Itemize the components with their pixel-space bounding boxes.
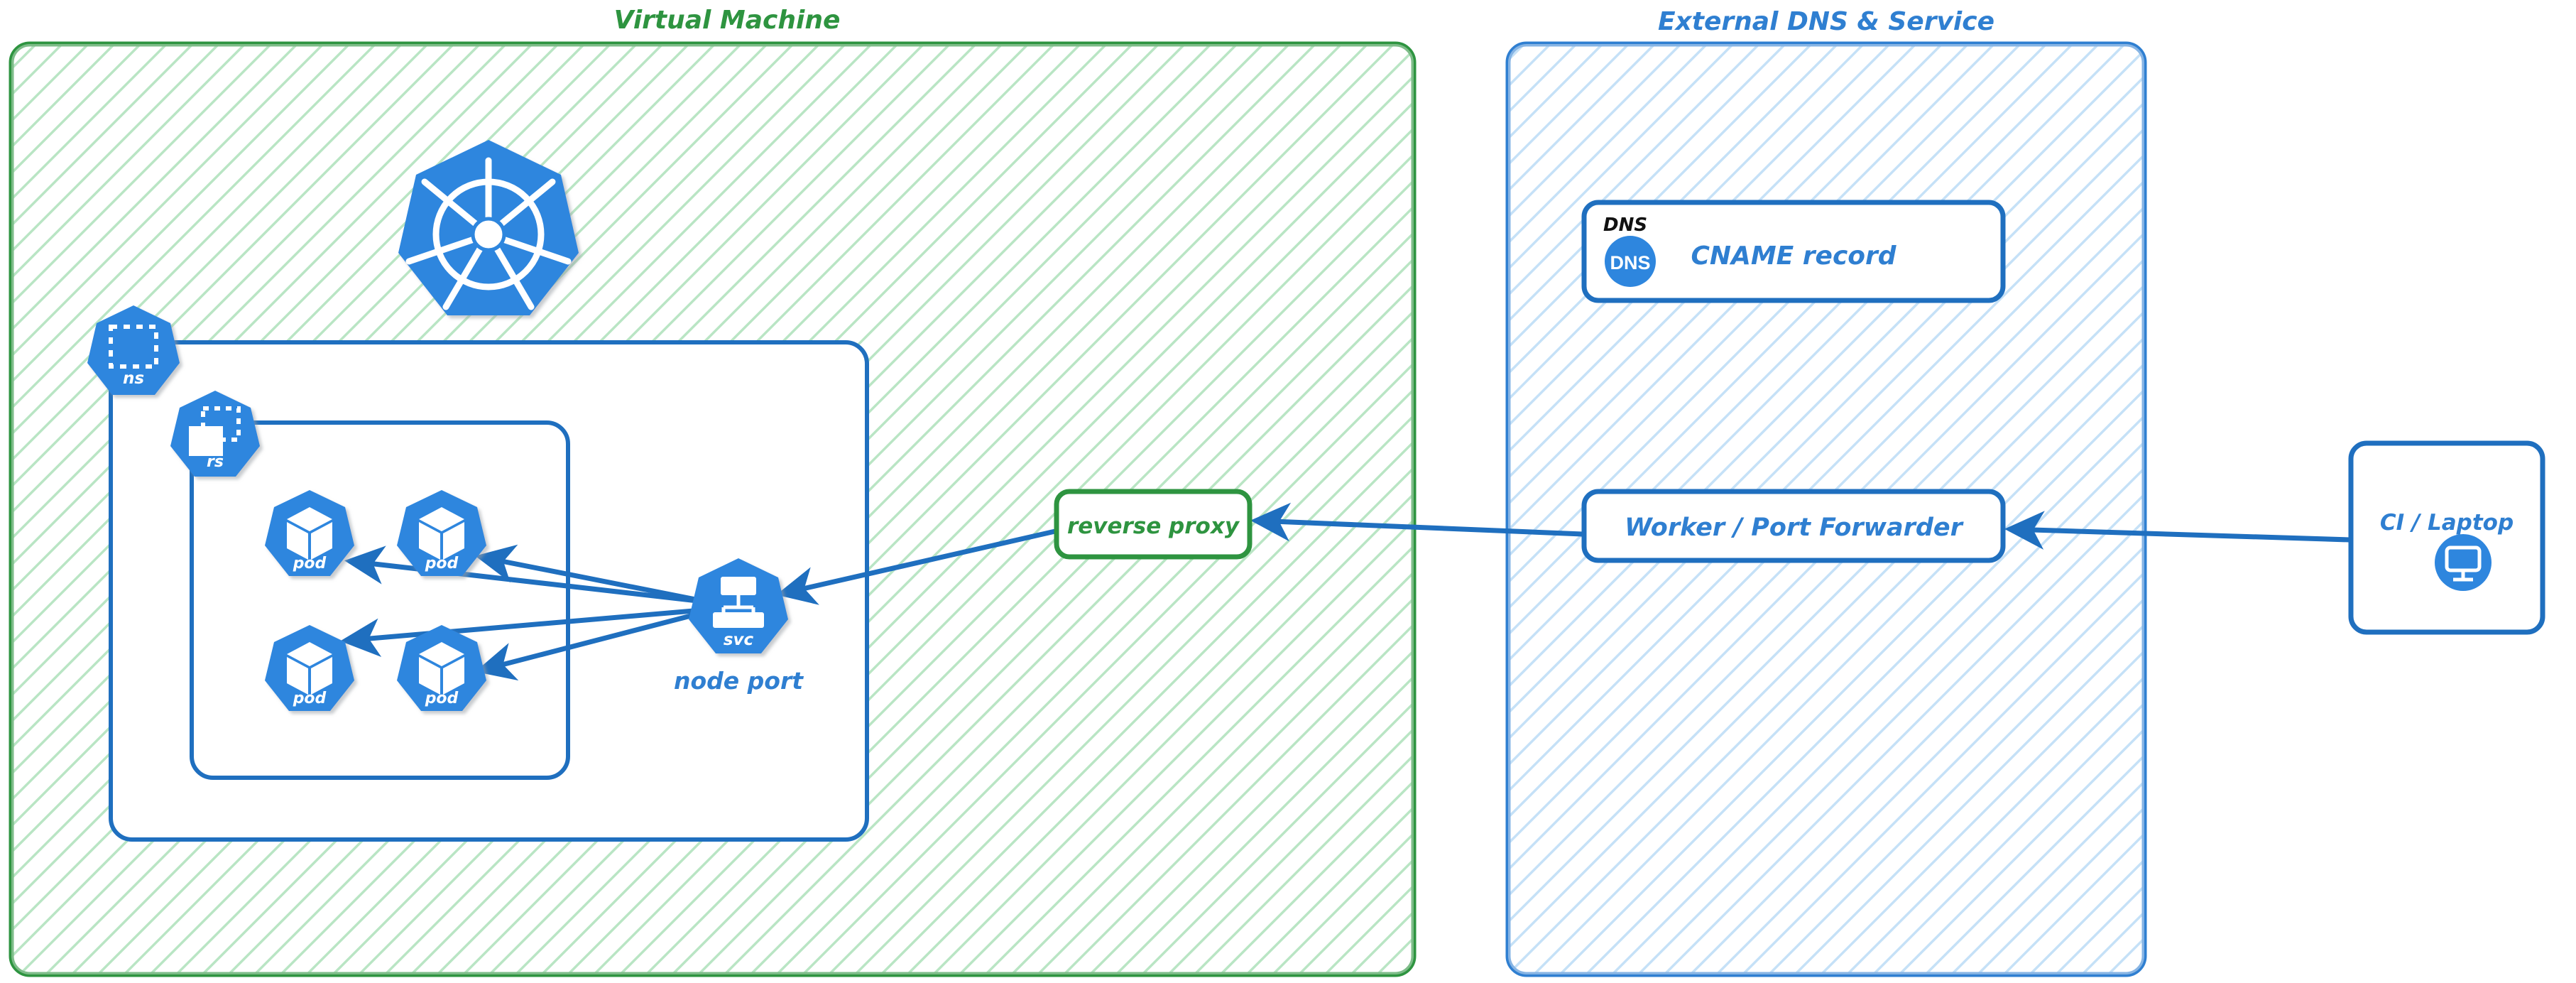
svc-icon-label: svc: [724, 631, 754, 649]
pod-icon-3[interactable]: pod: [265, 625, 354, 711]
pod-icon-4[interactable]: pod: [397, 625, 486, 711]
monitor-icon: [2435, 534, 2492, 591]
svc-to-pod-3-arrow: [340, 607, 711, 658]
ci-laptop-title: CI / Laptop: [2380, 510, 2514, 536]
reverse-proxy-to-service-arrow: [776, 528, 1056, 605]
ci-laptop-card[interactable]: CI / Laptop: [2348, 440, 2545, 635]
kubernetes-logo: [398, 140, 579, 315]
svc-icon[interactable]: svc: [689, 558, 788, 653]
ci-laptop-border[interactable]: [2348, 440, 2545, 635]
worker-card-border[interactable]: [1581, 489, 2006, 563]
worker-card[interactable]: Worker / Port Forwarder: [1581, 489, 2006, 563]
reverse-proxy-border[interactable]: [1054, 489, 1252, 560]
proxy-chain-arrows: [776, 502, 2350, 605]
pod-icon-1-label: pod: [293, 555, 327, 572]
pod-icon-4-label: pod: [425, 690, 459, 707]
worker-to-reverse-proxy-arrow: [1250, 502, 1583, 542]
dns-card[interactable]: DNS DNS CNAME record: [1581, 200, 2006, 303]
node-port-caption: node port: [674, 667, 804, 695]
svc-to-pod-2-arrow: [475, 544, 711, 605]
service-to-pod-arrows: [340, 544, 711, 681]
pod-icon-1[interactable]: pod: [265, 490, 354, 576]
pod-icon-2-label: pod: [425, 555, 459, 572]
reverse-proxy-box[interactable]: reverse proxy: [1054, 489, 1252, 560]
external-dns-service-title: External DNS & Service: [1658, 7, 1994, 36]
dns-kind-label: DNS: [1603, 214, 1647, 236]
ci-laptop-to-worker-arrow: [2004, 511, 2350, 550]
replicaset-container[interactable]: [190, 420, 570, 780]
virtual-machine-title: Virtual Machine: [614, 6, 841, 35]
ns-icon-label: ns: [123, 369, 144, 388]
svc-to-pod-1-arrow: [344, 545, 711, 605]
dns-card-border[interactable]: [1581, 200, 2006, 303]
dns-card-title: CNAME record: [1691, 241, 1896, 271]
pod-icon-2[interactable]: pod: [397, 490, 486, 576]
pod-icon-3-label: pod: [293, 690, 327, 707]
ns-icon[interactable]: ns: [87, 305, 180, 395]
rs-icon-label: rs: [207, 453, 224, 471]
rs-icon[interactable]: rs: [170, 391, 260, 477]
worker-card-title: Worker / Port Forwarder: [1625, 514, 1965, 542]
dns-badge-label: DNS: [1610, 252, 1650, 273]
dns-badge-icon: [1605, 236, 1656, 287]
svc-to-pod-4-arrow: [475, 608, 711, 681]
reverse-proxy-label: reverse proxy: [1067, 514, 1240, 539]
